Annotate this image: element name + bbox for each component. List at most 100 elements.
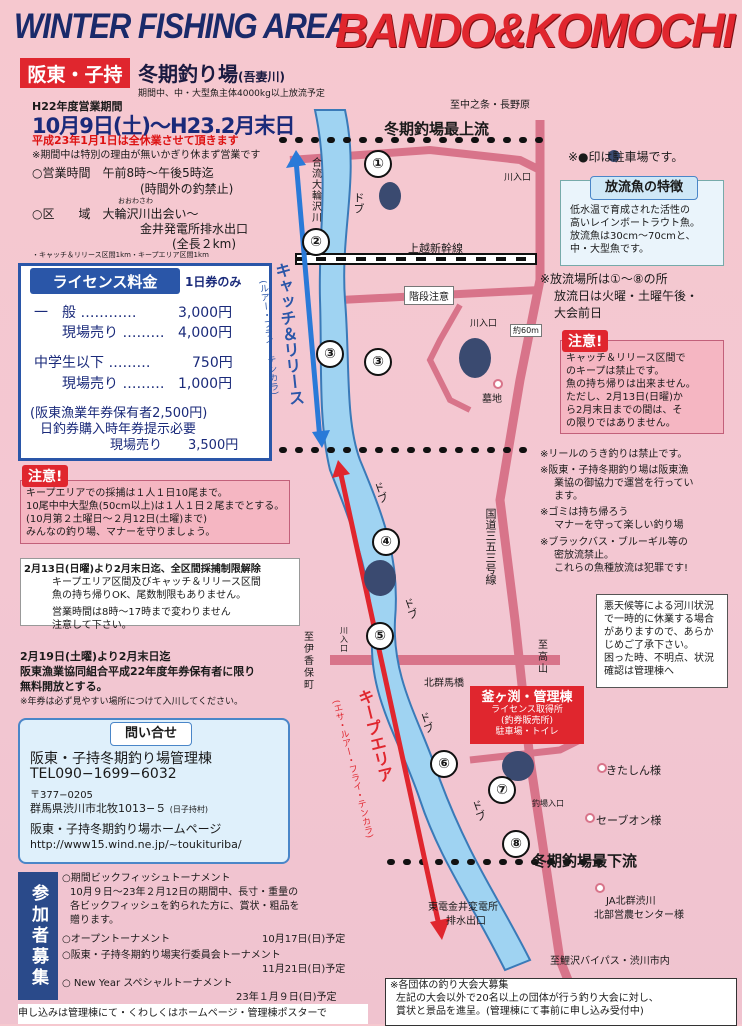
release-info-line: 大会前日	[554, 306, 603, 320]
hq-line: 駐車場・トイレ	[495, 727, 559, 737]
weather-box	[596, 594, 728, 688]
warning-line: ら2月末日までの間は、そ	[566, 405, 683, 416]
to-takayama: 至高山	[538, 640, 548, 675]
recruit-line: 各ビックフィッシュを釣られた方に、賞状・粗品を	[70, 901, 300, 912]
route-353-road	[495, 120, 585, 1012]
weather-line: 困った時、不明点、状況	[604, 653, 714, 664]
recruit-line: 10月９日〜23年２月12日の期間中、長寸・重量の	[70, 887, 299, 898]
contact-zip: 〒377−0205	[30, 790, 93, 801]
section-lengths: ・キャッチ＆リリース区間1km・キープエリア区間1km	[32, 251, 209, 259]
release-point-3a: ③	[316, 340, 344, 368]
licence-box	[18, 263, 272, 461]
road-grave	[426, 303, 472, 413]
member-onsite: 現場売り 3,500円	[110, 438, 239, 453]
to-ikaho: 至伊香保町	[304, 632, 314, 691]
member-price: (阪東漁業年券保有者2,500円)	[30, 406, 208, 421]
rule-line: マナーを守って楽しい釣り場	[554, 520, 684, 531]
stairs-caution: 階段注意	[404, 286, 454, 305]
feb19-line: 2月19日(土曜)より2月末日迄	[20, 650, 171, 663]
ja-label: JA北群渋川	[606, 896, 656, 907]
price-value: 1,000円	[178, 376, 233, 392]
catch-release-warning-box	[560, 340, 724, 434]
kitashin-marker-icon	[597, 763, 607, 773]
area-tag: 阪東・子持	[20, 58, 130, 88]
release-point-4: ④	[372, 528, 400, 556]
recruit-line: 贈ります。	[70, 915, 119, 926]
release-info-line: ※放流場所は①〜⑧の所	[540, 272, 668, 286]
group-line: 左記の大会以外で20名以上の団体が行う釣り大会に対し、	[396, 993, 659, 1004]
river-entrance: 川入口	[504, 173, 532, 183]
weather-line: がありますので、あらか	[604, 627, 714, 638]
recruit-date: 11月21日(日)予定	[262, 964, 346, 975]
season-period: 10月9日(土)〜H23.2月末日	[32, 114, 295, 138]
rule-line: ※ブラックバス・ブルーギル等の	[540, 537, 688, 548]
agatsuma-river	[313, 109, 532, 972]
contact-org: 阪東・子持冬期釣り場管理棟	[30, 751, 212, 767]
ja-label2: 北部営農センター様	[594, 910, 684, 921]
river-entrance: 川入口	[340, 626, 348, 653]
feb19-line: 阪東漁業協同組合平成22年度年券保有者に限り	[20, 665, 256, 678]
warning-line: 10尾中中大型魚(50cm以上)は１人１日２尾までとする。	[26, 501, 285, 512]
route-353-label: 国道三五三号線	[484, 508, 497, 585]
catch-release-arrow-head-bottom	[312, 430, 330, 448]
feb19-note: ※年券は必ず見やすい場所につけて入川してください。	[20, 697, 244, 707]
holiday-note: 平成23年1月1日は全休業させて頂きます	[32, 134, 239, 147]
price-value: 750円	[192, 355, 233, 371]
river-entrance: 川入口	[470, 319, 498, 329]
recruit-date: 10月17日(日)予定	[262, 934, 346, 945]
parking-legend: ※●印は駐車場です。	[568, 150, 684, 164]
rule-line: これらの魚種放流は犯罪です!	[554, 563, 689, 574]
hours-note: (時間外の釣禁止)	[140, 182, 234, 196]
contact-url[interactable]: http://www15.wind.ne.jp/~toukituriba/	[30, 838, 242, 851]
price-value: 3,000円	[178, 305, 233, 321]
kitagunma-bridge: 北群馬橋	[424, 678, 464, 689]
release-info-line: 放流日は火曜・土曜午後・	[554, 289, 699, 303]
hq-title: 釜ヶ渕・管理棟	[481, 690, 573, 705]
confluence-label: 合流大輪沢川	[312, 158, 322, 224]
recruit-date: 23年１月９日(日)予定	[236, 992, 337, 1003]
fish-feature-line: 中・大型魚です。	[570, 244, 649, 255]
warning-line: ただし、2月13日(日曜)か	[566, 392, 683, 403]
to-nakanojo: 至中之条・長野原	[450, 100, 530, 111]
weather-line: 悪天候等による河川状況	[604, 601, 714, 612]
warning-line: キープエリアでの採捕は１人１日10尾まで。	[26, 488, 228, 499]
warning-line: の限りではありません。	[566, 418, 676, 429]
seven-marker-icon	[585, 813, 595, 823]
release-point-3b: ③	[364, 348, 392, 376]
weather-line: じめご了承下さい。	[604, 640, 694, 651]
recruit-bottom-note: 申し込みは管理棟にて・くわしくはホームページ・管理棟ポスターで	[18, 1004, 368, 1024]
warning-line: みんなの釣り場、マナーを守りましょう。	[26, 527, 216, 538]
rule-line: ※ゴミは持ち帰ろう	[540, 507, 629, 518]
title-english: WINTER FISHING AREA	[14, 6, 348, 47]
tepco-label: 東電金井変電所	[428, 902, 498, 913]
release-point-1: ①	[364, 150, 392, 178]
feb19-line: 無料開放とする。	[20, 680, 108, 693]
fish-feature-line: 低水温で育成された活性の	[570, 205, 690, 216]
fish-feature-line: 放流魚は30cm〜70cmと、	[570, 231, 696, 242]
feb13-line: 営業時間は8時〜17時まで変わりません	[52, 607, 231, 618]
price-value: 4,000円	[178, 325, 233, 341]
seven-label: セーブオン様	[596, 814, 662, 827]
rule-line: 密放流禁止。	[554, 550, 614, 561]
lower-limit-label: 冬期釣場最下流	[532, 852, 638, 870]
open-note: ※期間中は特別の理由が無いかぎり休まず営業です	[32, 150, 261, 161]
keep-area-arrow-head-top	[332, 460, 350, 478]
recruit-line: ○ New Year スペシャルトーナメント	[62, 978, 233, 989]
price-label: 一 般 …………	[34, 305, 137, 321]
area-length: (全長２km)	[172, 237, 237, 251]
grave-label: 墓地	[482, 394, 502, 405]
road-top	[289, 145, 542, 174]
area-end: 金井発電所排水出口	[140, 222, 249, 236]
parking-legend-icon	[608, 150, 620, 162]
feb13-line: 注意して下さい。	[52, 620, 132, 631]
fishing-entrance: 釣場入口	[532, 799, 564, 808]
contact-address: 群馬県渋川市北牧1013−５ (日子持村)	[30, 802, 208, 815]
warning-keep-box	[20, 480, 290, 544]
hq-box: 釜ヶ渕・管理棟 ライセンス取得所 (釣券販売所) 駐車場・トイレ	[470, 686, 584, 744]
rule-line: ※リールのうき釣りは禁止です。	[540, 449, 688, 460]
keep-area-arrow-head-bottom	[430, 918, 450, 940]
release-point-2: ②	[302, 228, 330, 256]
ja-marker-icon	[595, 883, 605, 893]
licence-heading: ライセンス料金	[30, 268, 180, 294]
